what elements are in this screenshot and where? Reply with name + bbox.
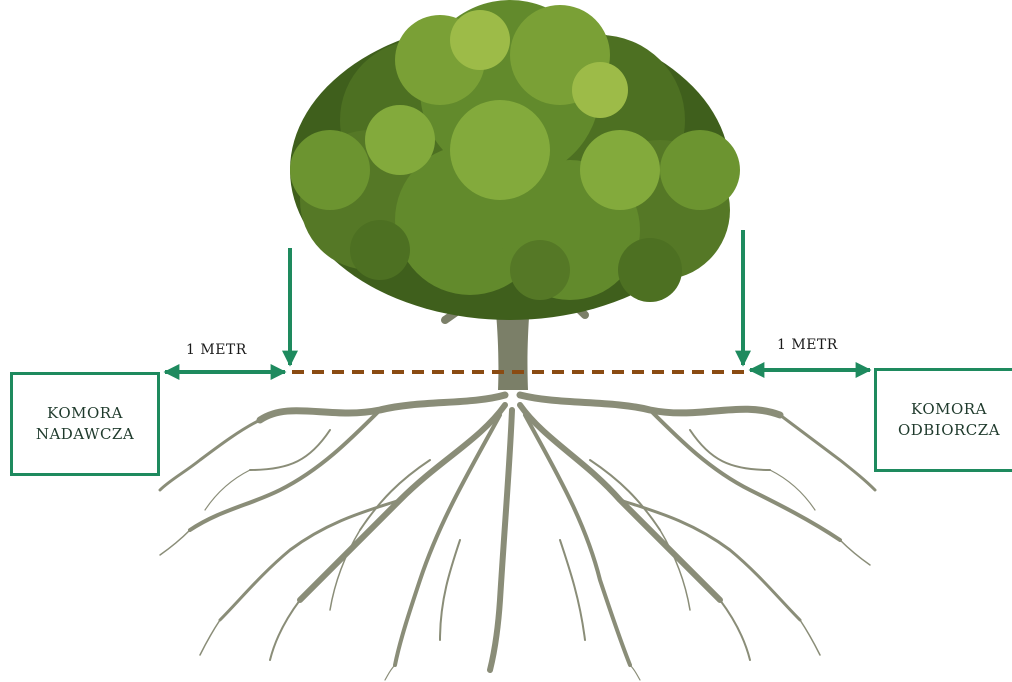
receiver-chamber-box: KOMORA ODBIORCZA [874, 368, 1012, 472]
distance-label-left: 1 METR [186, 342, 247, 358]
tree-roots [160, 395, 875, 680]
sender-chamber-box: KOMORA NADAWCZA [10, 372, 160, 476]
tree-icon [290, 0, 740, 320]
receiver-chamber-label-line1: KOMORA [911, 399, 987, 420]
sender-chamber-label-line1: KOMORA [47, 403, 123, 424]
distance-label-right: 1 METR [777, 337, 838, 353]
receiver-chamber-label-line2: ODBIORCZA [898, 420, 1000, 441]
sender-chamber-label-line2: NADAWCZA [36, 424, 134, 445]
